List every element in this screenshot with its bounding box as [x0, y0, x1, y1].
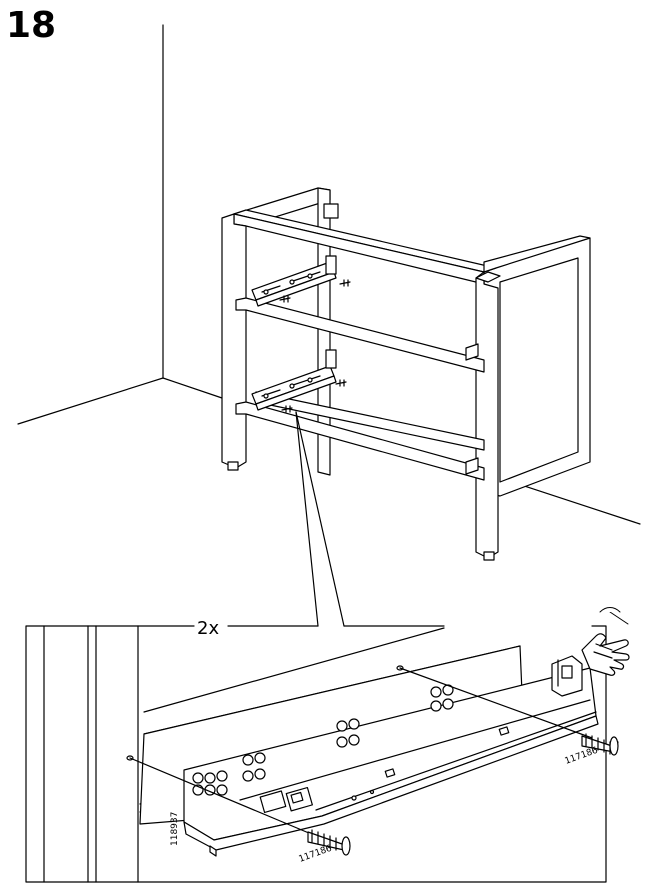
screw-left [307, 829, 351, 856]
lower-drawer-rail [251, 349, 337, 411]
screw-part-number-right: 117186 [564, 746, 600, 767]
upper-drawer-rail [251, 255, 337, 307]
small-screws [279, 279, 351, 413]
quantity-label: 2x [197, 618, 219, 639]
screw-guide-lines [129, 667, 593, 837]
detail-frame [25, 625, 607, 883]
rail-part-number: 118937 [170, 812, 180, 846]
detail-drawer-runner [139, 645, 599, 857]
callout-leader [295, 411, 345, 627]
screw-right [581, 733, 619, 756]
cabinet-frame [221, 187, 591, 561]
step-number: 18 [6, 5, 57, 46]
screw-part-number-left: 117186 [298, 844, 334, 865]
pointing-hand-icon [581, 607, 630, 676]
pilot-holes [126, 665, 404, 761]
